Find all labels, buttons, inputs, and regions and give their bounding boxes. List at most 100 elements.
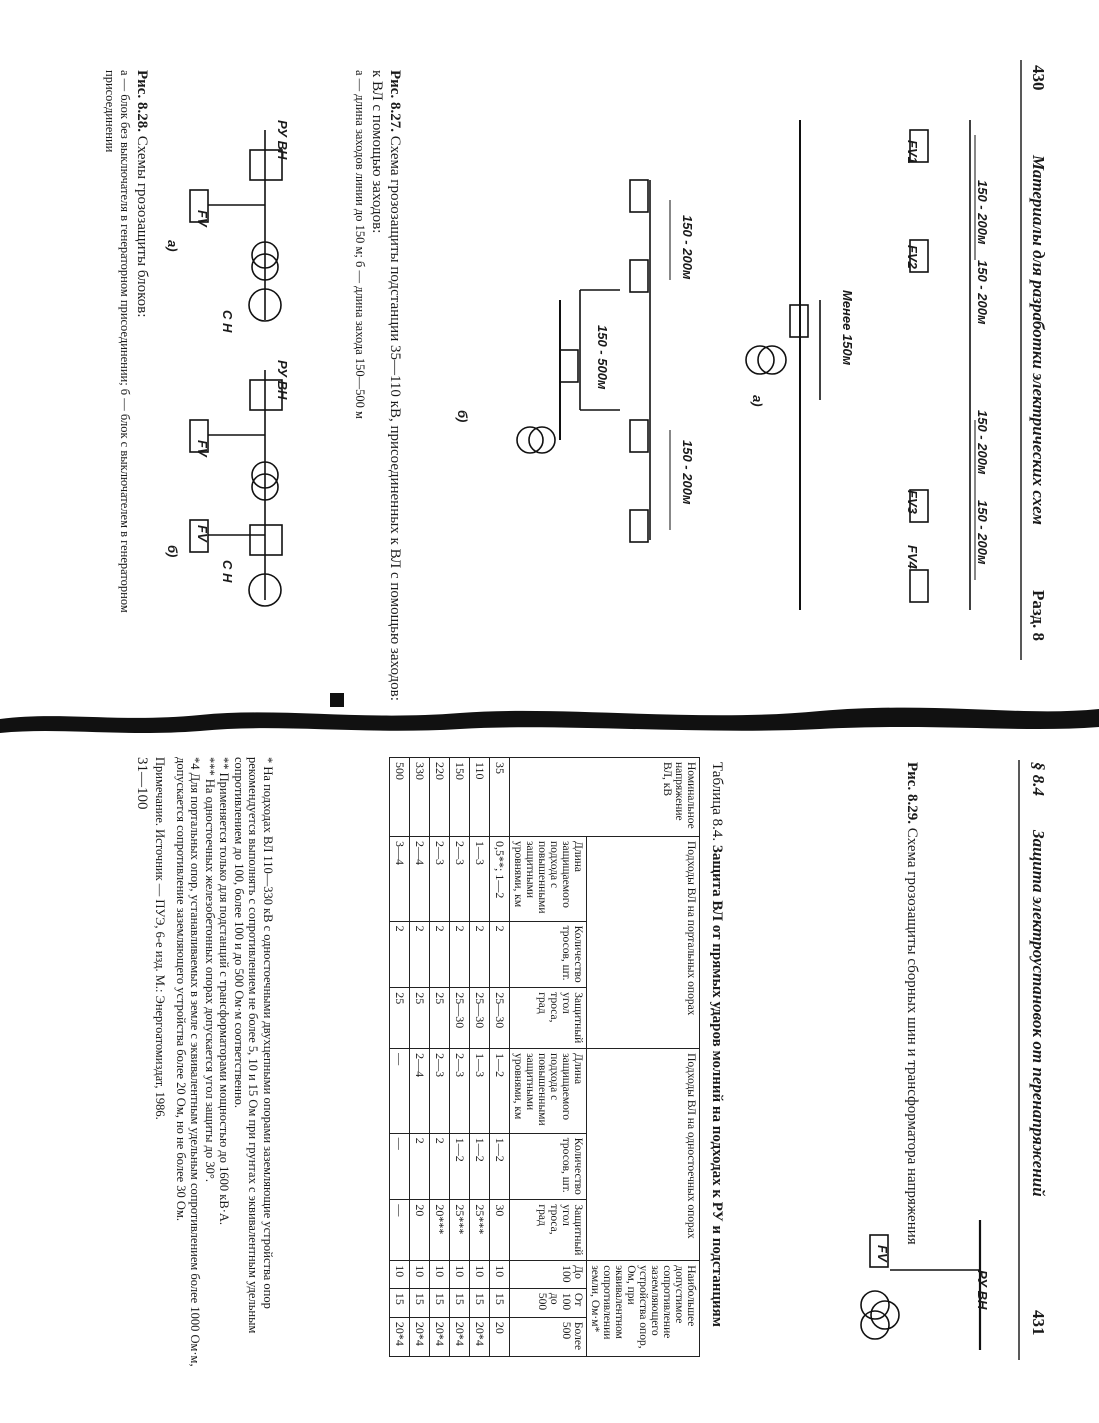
- fig829-fv: FV: [875, 1245, 890, 1262]
- table-cell-sl: 1—2: [489, 1048, 510, 1134]
- table-cell-r2: 15: [469, 1288, 490, 1318]
- table-cell-sr: 1—2: [489, 1133, 510, 1200]
- table-cell-sa: 20***: [429, 1199, 450, 1261]
- table-cell-r2: 15: [409, 1288, 430, 1318]
- scan-fold: [0, 693, 1099, 733]
- th-portal-angle: Защитный угол троса, град: [509, 987, 587, 1049]
- fv-b1-label: FV: [195, 440, 210, 457]
- table-cell-r1: 10: [469, 1260, 490, 1289]
- fv1-a-label: FV1: [905, 140, 920, 164]
- fig828-diagram: [189, 130, 283, 607]
- breaker-b1: [249, 379, 283, 411]
- fig827-dim-b2: 150 - 500м: [595, 325, 610, 390]
- table-cell-sl: 1—3: [469, 1048, 490, 1134]
- head-rule-left: [1020, 60, 1022, 660]
- page-number-left: 430: [1029, 65, 1048, 91]
- table-cell-pa: 25: [389, 987, 410, 1049]
- th-single-length: Длина защищаемого подхода с повышенными …: [509, 1048, 587, 1134]
- table-cell-sa: 20: [409, 1199, 430, 1261]
- table-cell-sr: 2: [409, 1133, 430, 1200]
- table-cell-sr: 1—2: [469, 1133, 490, 1200]
- th-portal-length: Длина защищаемого подхода с повышенными …: [509, 836, 587, 922]
- table-cell-sr: —: [389, 1133, 410, 1200]
- ck-b-label: С Н: [220, 560, 235, 583]
- table-cell-sa: —: [389, 1199, 410, 1261]
- table-cell-r3: 20: [489, 1317, 510, 1357]
- fig829-diagram: [860, 1220, 982, 1350]
- table-cell-pa: 25—30: [449, 987, 470, 1049]
- ru-vn-b-label: РУ ВН: [275, 360, 290, 400]
- fig827-dim4: 150 - 200м: [975, 500, 990, 565]
- table-cell-r3: 20*4: [429, 1317, 450, 1357]
- table-cell-pa: 25—30: [489, 987, 510, 1049]
- table-cell-sl: 2—3: [449, 1048, 470, 1134]
- table-cell-sl: 2—4: [409, 1048, 430, 1134]
- fv2-a-arrester: [909, 239, 929, 273]
- table-cell-r3: 20*4: [409, 1317, 430, 1357]
- table-cell-sa: 30: [489, 1199, 510, 1261]
- ck-a-label: С Н: [220, 310, 235, 333]
- fig829-ru-vn: РУ ВН: [975, 1270, 990, 1310]
- fv-a-arrester: [189, 189, 209, 223]
- fig827-dim3: 150 - 200м: [975, 410, 990, 475]
- fig827-dim2: 150 - 200м: [975, 260, 990, 325]
- fv-a-label: FV: [195, 210, 210, 227]
- section-left: Разд. 8: [1029, 590, 1048, 642]
- table-cell-sr: 1—2: [449, 1133, 470, 1200]
- fv4-a-arrester: [909, 569, 929, 603]
- th-r2: От 100 до 500: [509, 1288, 587, 1318]
- th-single-angle: Защитный угол троса, град: [509, 1199, 587, 1261]
- fv3-a-label: FV3: [905, 490, 920, 514]
- table-cell-v: 220: [429, 757, 450, 837]
- th-single-ropes: Количество тросов, шт.: [509, 1133, 587, 1200]
- table-cell-v: 35: [489, 757, 510, 837]
- table-cell-sl: 2—3: [429, 1048, 450, 1134]
- fig828-b-label: б): [165, 545, 180, 558]
- table-cell-pr: 2: [429, 921, 450, 988]
- table-cell-r3: 20*4: [469, 1317, 490, 1357]
- fig827-dim1: 150 - 200м: [975, 180, 990, 245]
- table-cell-r2: 15: [449, 1288, 470, 1318]
- th-portal: Подходы ВЛ на портальных опорах: [586, 836, 700, 1049]
- table-cell-pr: 2: [449, 921, 470, 988]
- page-footer: 31—100: [134, 757, 150, 810]
- fv2-a-label: FV2: [905, 245, 920, 269]
- table-cell-r3: 20*4: [389, 1317, 410, 1357]
- less150-label: Менее 150м: [840, 290, 855, 366]
- table-cell-v: 150: [449, 757, 470, 837]
- table-cell-r1: 10: [389, 1260, 410, 1289]
- fig827-a-label: а): [750, 395, 765, 407]
- table-8-4: Номинальное напряжение ВЛ, кВ Подходы ВЛ…: [389, 757, 700, 1357]
- table-cell-pr: 2: [489, 921, 510, 988]
- breaker-a: [249, 149, 283, 181]
- table-cell-pr: 2: [389, 921, 410, 988]
- table-cell-sa: 25***: [469, 1199, 490, 1261]
- table-cell-r2: 15: [489, 1288, 510, 1318]
- table-cell-pa: 25: [409, 987, 430, 1049]
- th-r3: Более 500: [509, 1317, 587, 1357]
- table-cell-r1: 10: [489, 1260, 510, 1289]
- fig828-a-label: а): [165, 240, 180, 252]
- table-cell-r1: 10: [449, 1260, 470, 1289]
- fv3-a-arrester: [909, 489, 929, 523]
- th-portal-ropes: Количество тросов, шт.: [509, 921, 587, 988]
- footnote-3: *** На одностоечных железобетонных опора…: [203, 757, 217, 1182]
- table-cell-pl: 1—3: [469, 836, 490, 922]
- table-cell-pr: 2: [409, 921, 430, 988]
- th-single: Подходы ВЛ на одностоечных опорах: [586, 1048, 700, 1261]
- fv-b2-label: FV: [195, 525, 210, 542]
- table-cell-sa: 25***: [449, 1199, 470, 1261]
- table-cell-v: 500: [389, 757, 410, 837]
- table-cell-sl: —: [389, 1048, 410, 1134]
- fig827-dim-b3: 150 - 200м: [680, 440, 695, 505]
- table-cell-pa: 25—30: [469, 987, 490, 1049]
- running-head-left: Материалы для разработки электрических с…: [1029, 155, 1048, 525]
- footnote-2: ** Применяется только для подстанций с т…: [217, 757, 232, 1226]
- table-note: Примечание. Источник — ПУЭ, 6-е изд. М.:…: [153, 757, 168, 1120]
- table-cell-r2: 15: [389, 1288, 410, 1318]
- table-cell-pl: 2—3: [449, 836, 470, 922]
